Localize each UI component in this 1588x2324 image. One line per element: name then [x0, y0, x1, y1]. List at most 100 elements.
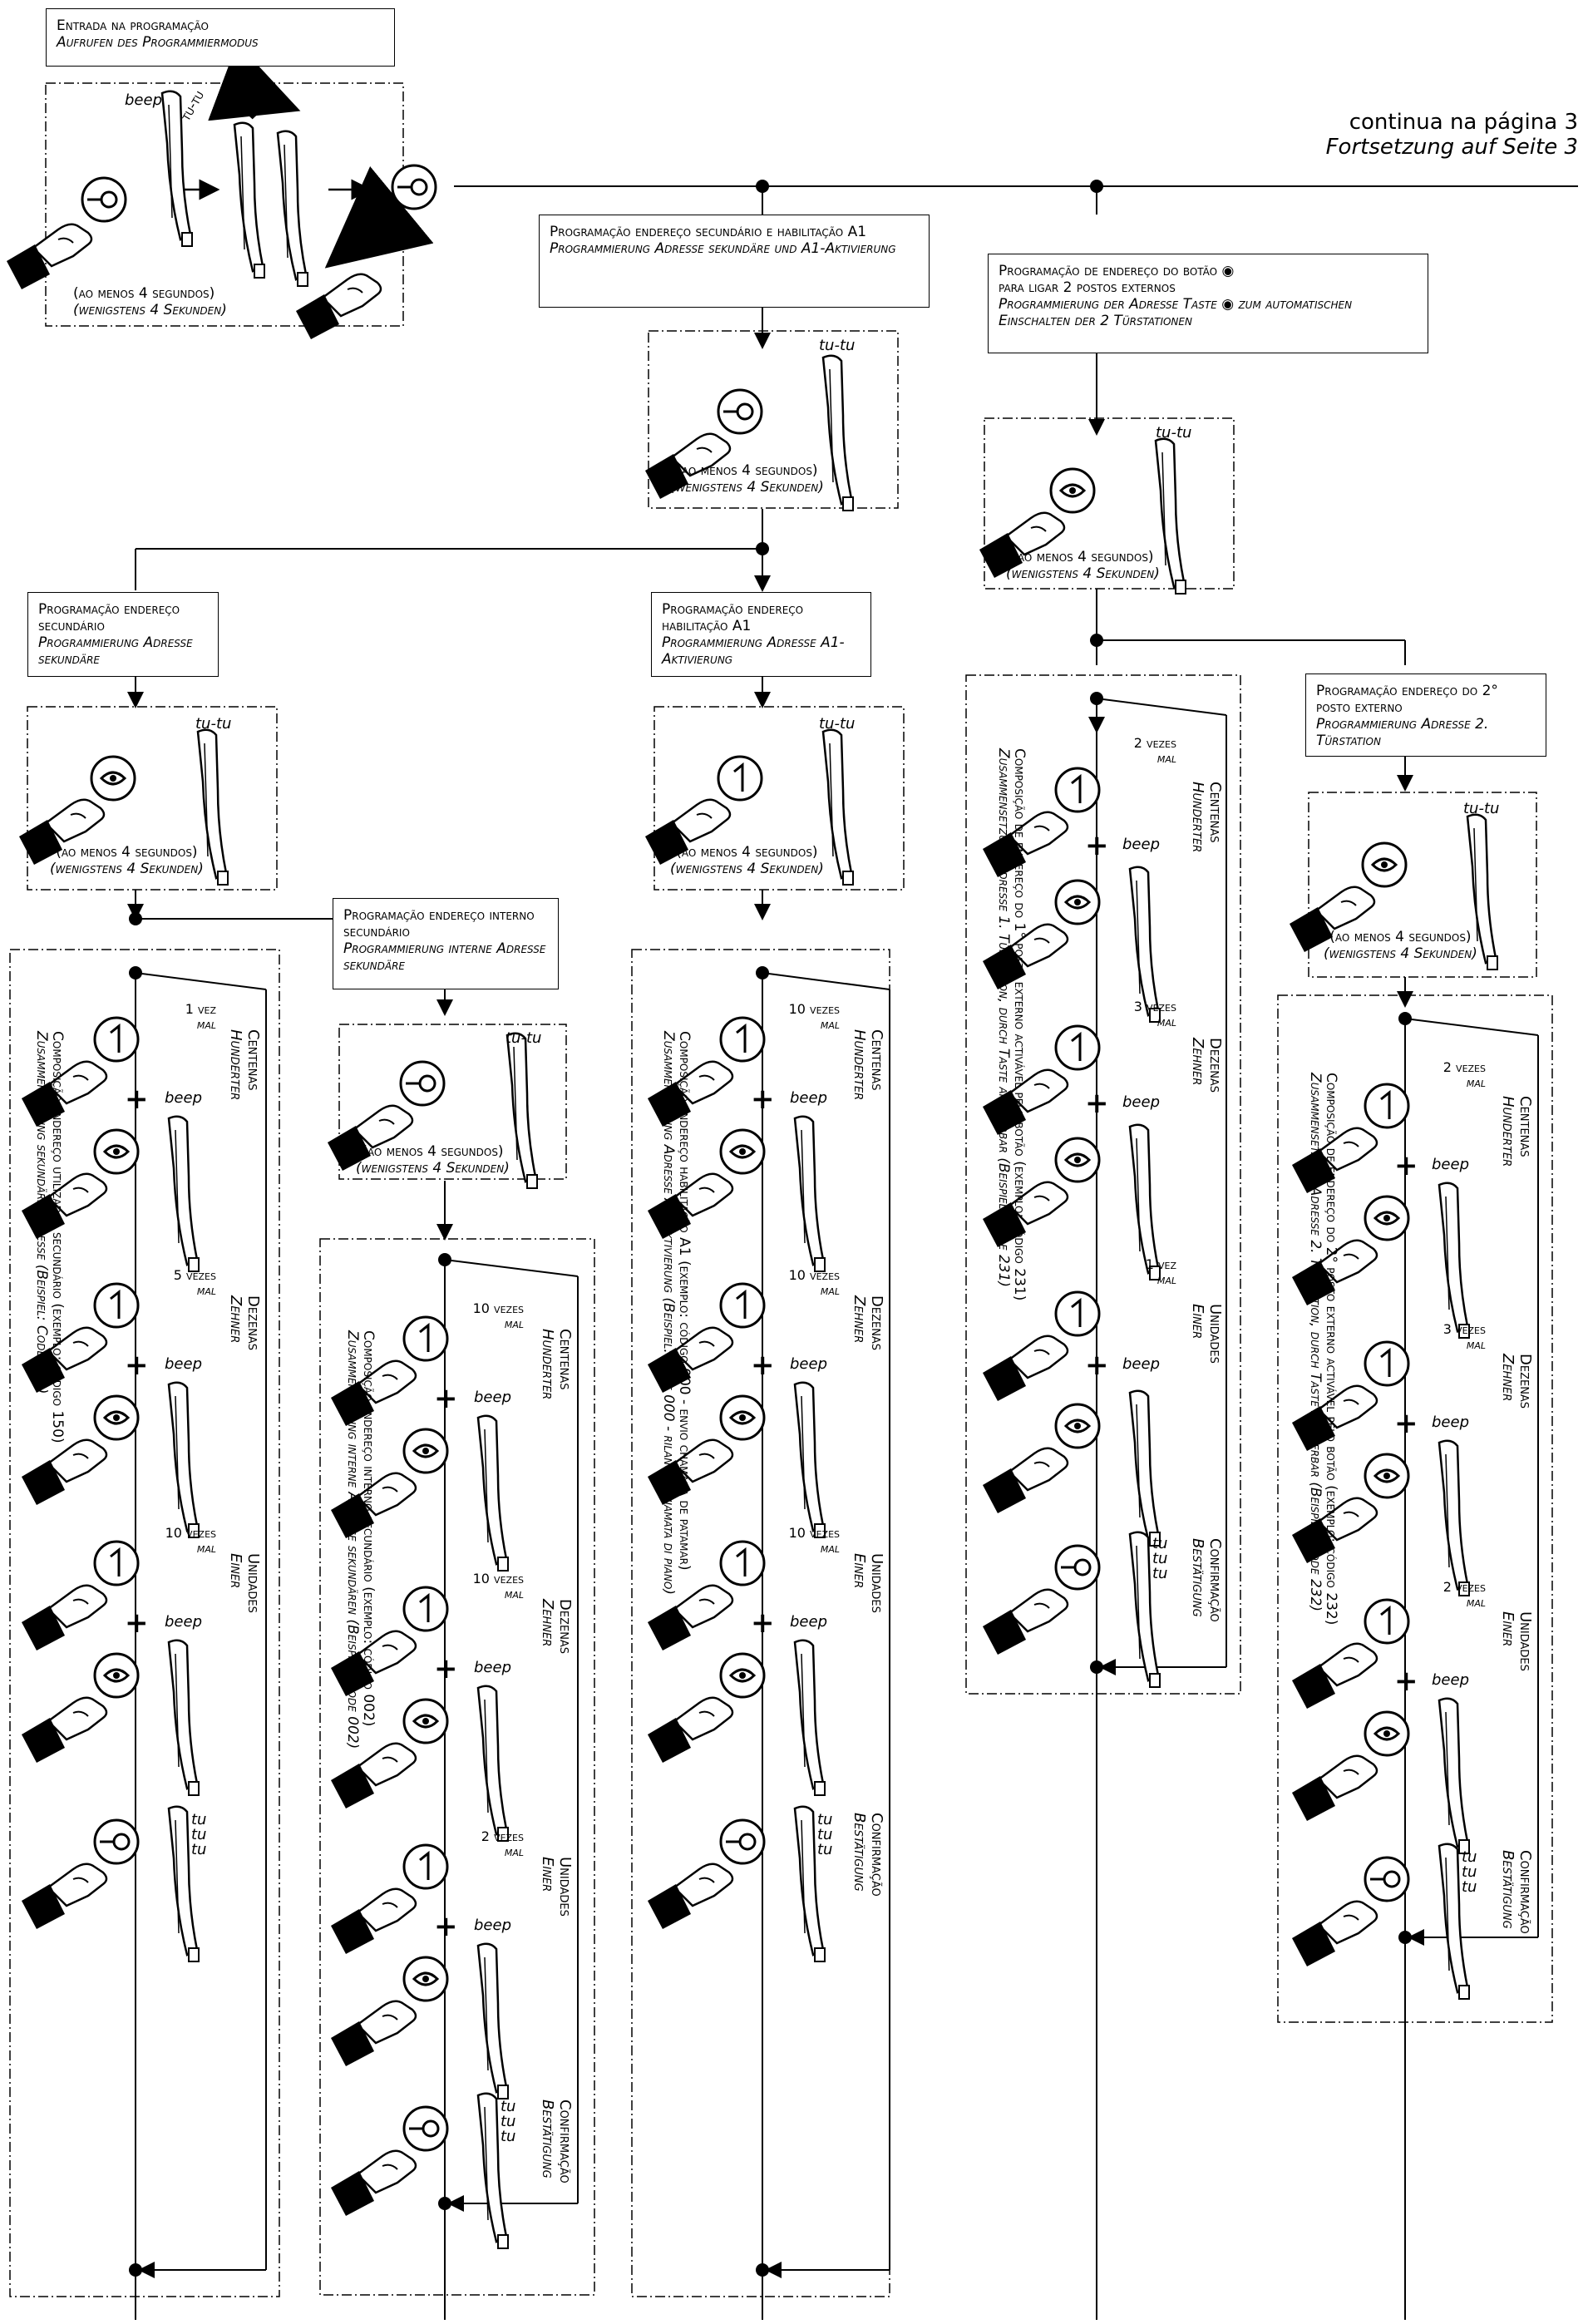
continue-note: continua na página 3 Fortsetzung auf Sei…: [1326, 110, 1578, 160]
box-secondary: Programação endereço secundário Programm…: [27, 592, 219, 677]
beep-col1-3: beep: [165, 1613, 202, 1631]
hold-ext2: (ao menos 4 segundos)(wenigstens 4 Sekun…: [1324, 929, 1477, 962]
entry-label-pt: Entrada na programação: [57, 17, 209, 34]
plus-col2-3: +: [434, 1910, 458, 1943]
beep-label-entry: beep: [125, 91, 162, 109]
plus-col1-1: +: [125, 1083, 149, 1116]
plus-col5-3: +: [1394, 1665, 1418, 1698]
desc-col5: Composição de endereço do 2° posto exter…: [1307, 1073, 1339, 1626]
hold-secondary: (ao menos 4 segundos)(wenigstens 4 Sekun…: [50, 844, 204, 877]
beep-col4-1: beep: [1122, 836, 1160, 853]
tutu-a1: tu-tu: [819, 715, 856, 733]
plus-col3-3: +: [751, 1606, 775, 1640]
hold-a1: (ao menos 4 segundos)(wenigstens 4 Sekun…: [670, 844, 824, 877]
desc-col2: Composição endereço interno secundário (…: [344, 1330, 377, 1749]
box-internal: Programação endereço interno secundário …: [333, 898, 559, 989]
box-button-address: Programação de endereço do botão ◉ para …: [988, 254, 1428, 353]
plus-col4-2: +: [1085, 1087, 1109, 1120]
tutu-sec-a1: tu-tu: [819, 337, 856, 354]
plus-col3-2: +: [751, 1349, 775, 1382]
plus-col1-3: +: [125, 1606, 149, 1640]
continue-pt: continua na página 3: [1349, 110, 1578, 135]
plus-col4-1: +: [1085, 829, 1109, 862]
eye-icon: ◉: [1221, 296, 1235, 313]
beep-col1-1: beep: [165, 1089, 202, 1107]
desc-col1: Composição endereço utilizador secundári…: [33, 1031, 66, 1443]
plus-col5-2: +: [1394, 1407, 1418, 1440]
beep-col3-3: beep: [790, 1613, 827, 1631]
box-ext2: Programação endereço do 2° posto externo…: [1305, 674, 1546, 757]
desc-col4: Composição de endereço do 1° posto exter…: [995, 748, 1028, 1301]
tutu-internal: tu-tu: [505, 1029, 542, 1047]
plus-col3-1: +: [751, 1083, 775, 1116]
beep-col5-2: beep: [1432, 1414, 1469, 1431]
beep-col4-2: beep: [1122, 1093, 1160, 1111]
plus-col4-3: +: [1085, 1349, 1109, 1382]
entry-sequence: [5, 42, 437, 341]
hold-internal: (ao menos 4 segundos)(wenigstens 4 Sekun…: [356, 1143, 510, 1177]
plus-col2-2: +: [434, 1652, 458, 1685]
entry-label-de: Aufrufen des Programmiermodus: [57, 34, 259, 51]
beep-col5-3: beep: [1432, 1671, 1469, 1689]
beep-col5-1: beep: [1432, 1156, 1469, 1173]
tutu-ext2: tu-tu: [1463, 800, 1500, 817]
hold-entry: (ao menos 4 segundos) (wenigstens 4 Seku…: [73, 285, 227, 318]
plus-col5-1: +: [1394, 1149, 1418, 1182]
hold-sec-a1: (ao menos 4 segundos)(wenigstens 4 Sekun…: [670, 462, 824, 496]
box-sec-a1: Programação endereço secundário e habili…: [539, 215, 930, 308]
beep-col1-2: beep: [165, 1355, 202, 1373]
plus-col2-1: +: [434, 1382, 458, 1415]
eye-icon: ◉: [1221, 263, 1235, 279]
beep-col2-3: beep: [474, 1917, 511, 1934]
beep-col2-1: beep: [474, 1389, 511, 1406]
beep-col3-1: beep: [790, 1089, 827, 1107]
box-a1: Programação endereço habilitação A1 Prog…: [651, 592, 871, 677]
entry-box: Entrada na programação Aufrufen des Prog…: [46, 8, 395, 67]
beep-col3-2: beep: [790, 1355, 827, 1373]
beep-col2-2: beep: [474, 1659, 511, 1676]
desc-col3: Composição endereço habilitação A1 (exem…: [660, 1031, 693, 1595]
plus-col1-2: +: [125, 1349, 149, 1382]
tutu-secondary: tu-tu: [195, 715, 232, 733]
beep-col4-3: beep: [1122, 1355, 1160, 1373]
